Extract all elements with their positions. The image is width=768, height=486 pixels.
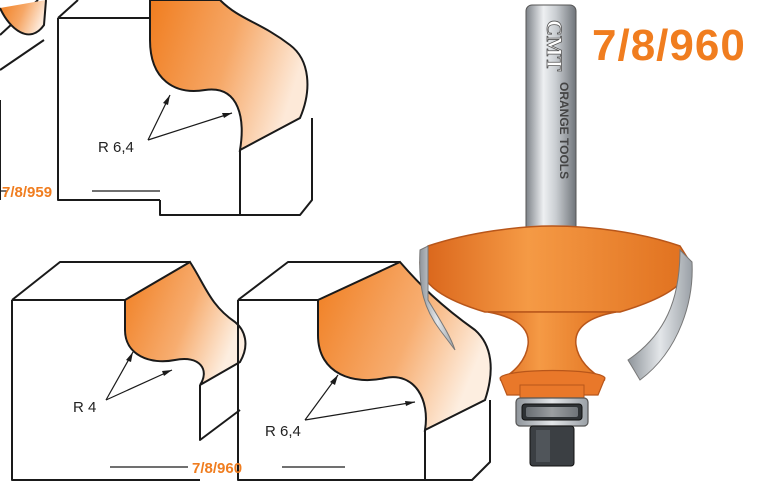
right-cutting-edge xyxy=(627,248,693,381)
router-bit: CMT ORANGE TOOLS xyxy=(419,4,693,467)
bit-body-waist xyxy=(487,311,617,381)
shank-orange-tools-text: ORANGE TOOLS xyxy=(557,82,571,179)
bottom-profile-code: 7/8/960 xyxy=(192,460,242,477)
bottom-right-radius-label: R 6,4 xyxy=(265,423,301,440)
bottom-right-profile-block: R 6,4 xyxy=(237,260,492,481)
top-profile-block: R 6,4 7/8/959 xyxy=(0,0,313,216)
bottom-left-profile-block: R 4 xyxy=(11,260,247,481)
shank-brand-text: CMT xyxy=(542,20,567,72)
product-code-title: 7/8/960 xyxy=(592,21,746,70)
bottom-left-radius-label: R 4 xyxy=(73,399,96,416)
bit-body-dome xyxy=(419,225,691,313)
left-cutting-edge xyxy=(419,245,456,351)
top-profile-code: 7/8/959 xyxy=(2,184,52,201)
bottom-code-caption: 7/8/960 xyxy=(110,460,345,477)
top-radius-label: R 6,4 xyxy=(98,139,134,156)
